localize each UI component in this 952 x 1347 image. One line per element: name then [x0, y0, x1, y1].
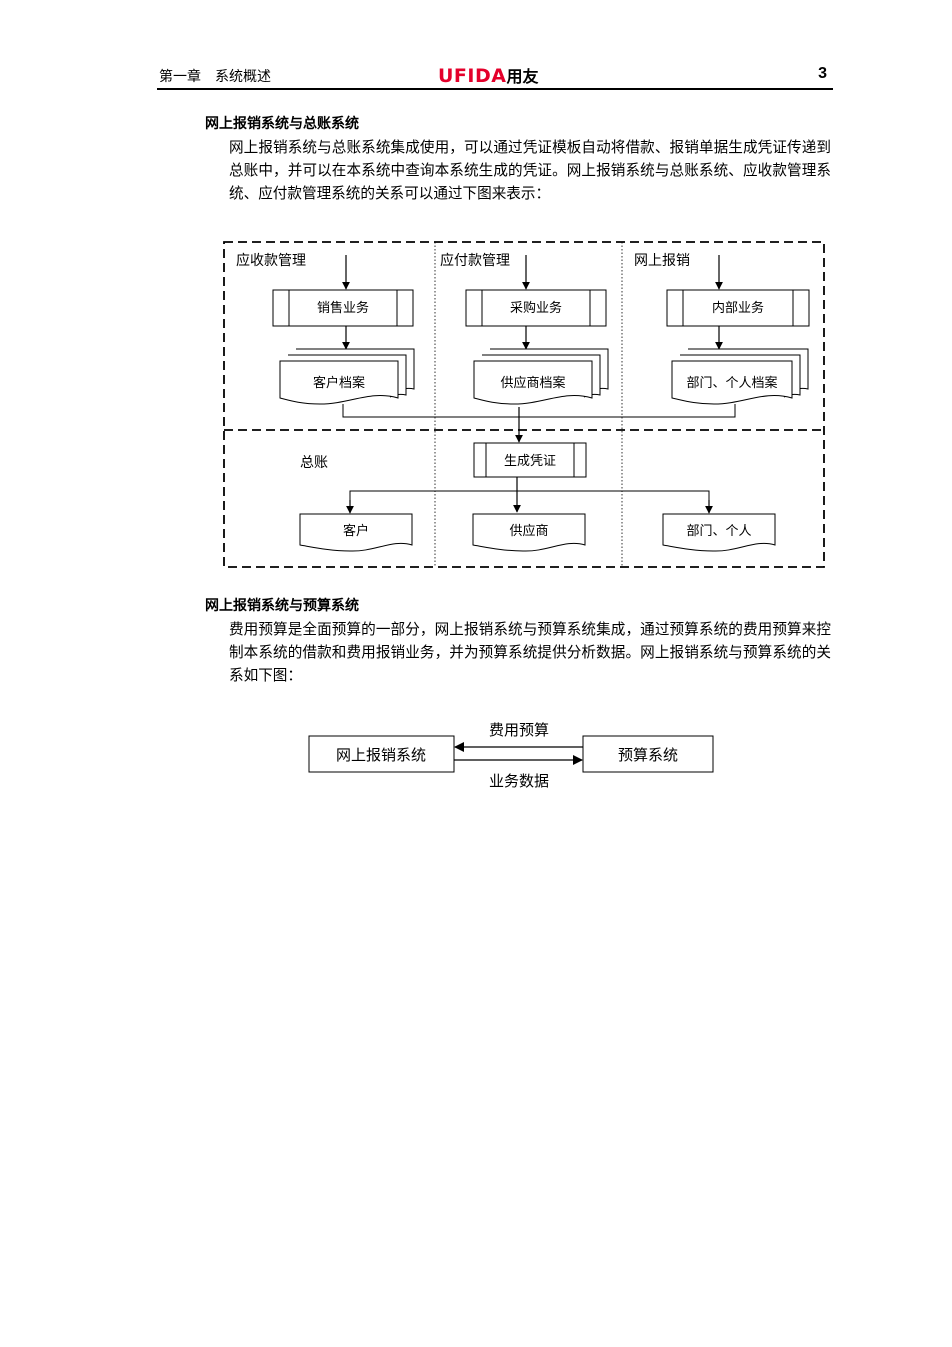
- process-box-internal: 内部业务: [666, 289, 810, 327]
- section2-body: 费用预算是全面预算的一部分，网上报销系统与预算系统集成，通过预算系统的费用预算来…: [229, 621, 831, 684]
- chapter-title: 第一章 系统概述: [159, 69, 271, 85]
- archive-supplier: 供应商档案: [473, 348, 609, 405]
- zone-label-receivable: 应收款管理: [236, 252, 306, 269]
- output-doc-supplier: 供应商: [472, 513, 586, 552]
- header-rule: [157, 88, 833, 90]
- archive-customer: 客户档案: [279, 348, 415, 405]
- process-label: 内部业务: [712, 300, 764, 316]
- logo-brand: UFIDA: [438, 65, 507, 87]
- split-line: [349, 490, 710, 512]
- page-header: 第一章 系统概述 UFIDA用友 3: [157, 64, 833, 90]
- box-budget-system: [582, 735, 714, 773]
- arrow-label-bottom: 业务数据: [489, 772, 549, 790]
- box-label: 网上报销系统: [336, 746, 426, 764]
- output-label: 客户: [343, 523, 369, 539]
- section2-title: 网上报销系统与预算系统: [205, 598, 359, 614]
- output-doc-department: 部门、个人: [662, 513, 776, 552]
- section1-body: 网上报销系统与总账系统集成使用，可以通过凭证模板自动将借款、报销单据生成凭证传递…: [229, 139, 831, 202]
- budget-diagram: 网上报销系统 预算系统 费用预算 业务数据: [308, 721, 714, 790]
- zone-label-payable: 应付款管理: [440, 252, 510, 269]
- output-label: 供应商: [509, 523, 548, 539]
- arrow-label-top: 费用预算: [489, 721, 549, 739]
- process-box-voucher: 生成凭证: [473, 442, 587, 478]
- logo-cn: 用友: [506, 67, 539, 86]
- zone-label-expense: 网上报销: [634, 253, 690, 269]
- archive-department: 部门、个人档案: [671, 348, 809, 405]
- box-label: 预算系统: [618, 746, 678, 764]
- process-label: 生成凭证: [504, 454, 556, 469]
- gl-label: 总账: [300, 455, 328, 471]
- process-box-purchase: 采购业务: [465, 289, 607, 327]
- archive-label: 客户档案: [313, 375, 365, 391]
- box-expense-system: [308, 735, 455, 773]
- archive-label: 供应商档案: [500, 375, 565, 391]
- diagram-frame: [223, 241, 825, 568]
- brand-logo: UFIDA用友: [438, 63, 538, 87]
- output-doc-customer: 客户: [299, 513, 413, 552]
- page-number: 3: [818, 65, 827, 82]
- process-label: 销售业务: [317, 300, 369, 316]
- archive-label: 部门、个人档案: [686, 376, 777, 391]
- merge-line: [342, 404, 736, 418]
- process-label: 采购业务: [510, 300, 562, 316]
- output-label: 部门、个人: [686, 524, 751, 539]
- section1-title: 网上报销系统与总账系统: [205, 116, 359, 132]
- process-box-sales: 销售业务: [272, 289, 414, 327]
